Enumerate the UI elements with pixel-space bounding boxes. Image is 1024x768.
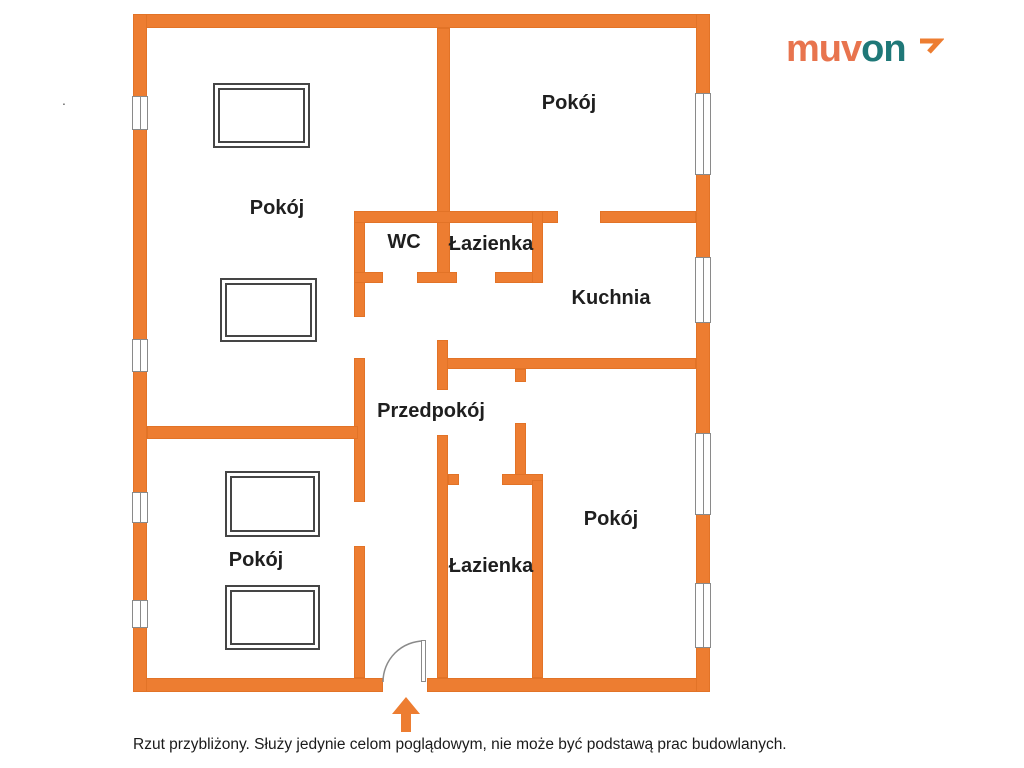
wall xyxy=(495,272,543,283)
furniture-inner-rect xyxy=(230,590,315,645)
room-label-lazienka-bottom: Łazienka xyxy=(448,555,534,577)
window-pane-line xyxy=(140,340,141,371)
furniture-symbol xyxy=(225,585,320,650)
window-symbol xyxy=(132,339,148,372)
wall xyxy=(354,358,365,502)
entrance-arrow-icon xyxy=(392,697,420,732)
room-label-kuchnia: Kuchnia xyxy=(571,287,651,309)
window-symbol xyxy=(695,433,711,515)
window-pane-line xyxy=(140,493,141,522)
wall xyxy=(515,423,526,485)
room-label-pokoj-top-left: Pokój xyxy=(249,197,305,219)
furniture-inner-rect xyxy=(225,283,312,337)
furniture-symbol xyxy=(220,278,317,342)
window-pane-line xyxy=(703,94,704,174)
furniture-inner-rect xyxy=(218,88,305,143)
wall xyxy=(354,272,383,283)
wall xyxy=(502,474,543,485)
window-pane-line xyxy=(140,601,141,627)
window-pane-line xyxy=(703,258,704,322)
window-symbol xyxy=(695,257,711,323)
window-symbol xyxy=(132,492,148,523)
furniture-inner-rect xyxy=(230,476,315,532)
furniture-symbol xyxy=(213,83,310,148)
wall xyxy=(532,480,543,678)
room-label-wc: WC xyxy=(387,231,421,253)
room-label-pokoj-bottom-right: Pokój xyxy=(583,508,639,530)
wall xyxy=(442,358,696,369)
disclaimer-text: Rzut przybliżony. Służy jedynie celom po… xyxy=(133,736,787,753)
door-swing-arc xyxy=(382,640,425,683)
window-pane-line xyxy=(703,434,704,514)
wall xyxy=(448,474,459,485)
wall xyxy=(600,211,696,223)
wall xyxy=(532,211,543,283)
stray-dot: . xyxy=(62,92,66,108)
wall xyxy=(437,435,448,678)
room-label-lazienka-top: Łazienka xyxy=(448,233,534,255)
wall xyxy=(354,212,365,317)
muvon-logo-part1: muv xyxy=(786,28,862,70)
window-pane-line xyxy=(703,584,704,647)
wall xyxy=(354,211,558,223)
muvon-logo-arrow-icon xyxy=(920,38,944,54)
wall xyxy=(437,340,448,390)
wall xyxy=(133,678,383,692)
wall xyxy=(417,272,457,283)
muvon-logo: muvon xyxy=(786,28,907,70)
wall xyxy=(147,426,358,439)
window-symbol xyxy=(695,93,711,175)
wall xyxy=(427,678,710,692)
furniture-symbol xyxy=(225,471,320,537)
wall xyxy=(354,546,365,678)
wall xyxy=(133,14,710,28)
wall xyxy=(515,369,526,382)
muvon-logo-part2: on xyxy=(861,28,906,70)
wall xyxy=(696,14,710,692)
window-symbol xyxy=(132,600,148,628)
room-label-przedpokoj: Przedpokój xyxy=(377,400,485,422)
door-leaf xyxy=(421,640,426,682)
window-pane-line xyxy=(140,97,141,129)
room-label-pokoj-bottom-left: Pokój xyxy=(228,549,284,571)
window-symbol xyxy=(695,583,711,648)
window-symbol xyxy=(132,96,148,130)
room-label-pokoj-top-right: Pokój xyxy=(541,92,597,114)
